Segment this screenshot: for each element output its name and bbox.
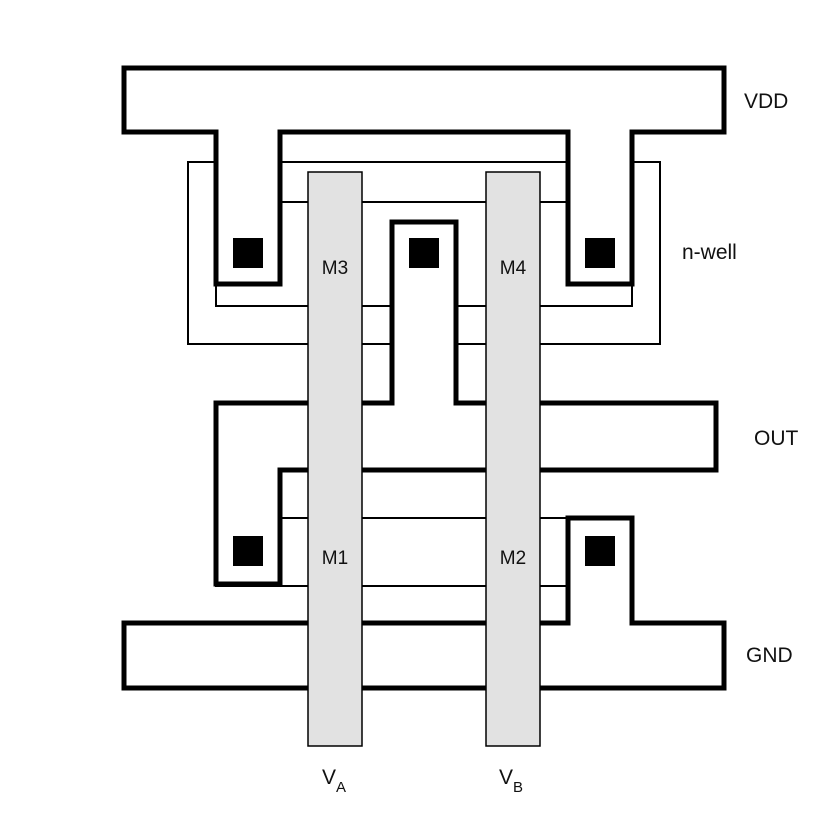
poly-gate-a xyxy=(307,171,363,747)
contact-out-top xyxy=(409,238,439,268)
gnd-rail xyxy=(121,515,727,691)
n-well-label: n-well xyxy=(682,241,737,264)
transistor-label-m3: M3 xyxy=(322,258,348,279)
gnd-label: GND xyxy=(746,644,793,667)
out-net xyxy=(213,219,719,587)
out-label: OUT xyxy=(754,427,799,450)
transistor-label-m4: M4 xyxy=(500,258,527,279)
contact-out-bottom xyxy=(233,536,263,566)
contact-vdd-right xyxy=(585,238,615,268)
vdd-rail xyxy=(121,65,727,287)
poly-gate-b xyxy=(485,171,541,747)
input-label-vb-sub: B xyxy=(513,779,523,796)
vdd-label: VDD xyxy=(744,90,788,113)
input-label-va-sub: A xyxy=(336,779,346,796)
transistor-label-m2: M2 xyxy=(500,548,526,569)
input-label-va: VA xyxy=(322,766,346,796)
contact-vdd-left xyxy=(233,238,263,268)
input-label-vb: VB xyxy=(499,766,523,796)
input-label-va-main: V xyxy=(322,766,336,789)
contact-gnd xyxy=(585,536,615,566)
transistor-label-m1: M1 xyxy=(322,548,348,569)
input-label-vb-main: V xyxy=(499,766,513,789)
